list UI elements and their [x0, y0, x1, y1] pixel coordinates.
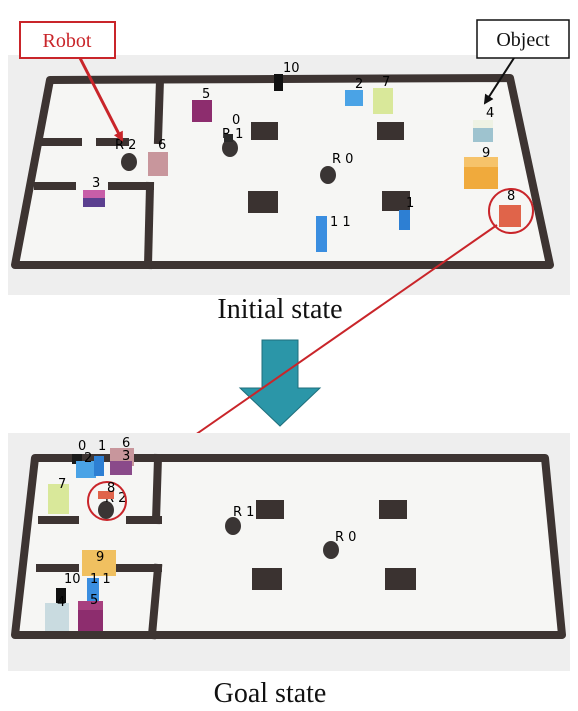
initial-object-3: 3	[83, 176, 105, 207]
object-label: 4	[57, 595, 65, 610]
goal-object-11: 1 1	[87, 572, 111, 604]
initial-object-2: 2	[345, 77, 363, 106]
goal-object-1: 1	[94, 439, 106, 476]
initial-object-8: 8	[488, 188, 534, 234]
object-callout-box	[476, 19, 570, 59]
robot-callout: Robot	[19, 21, 124, 142]
object-label: 3	[122, 449, 130, 464]
highlight-circle	[488, 188, 534, 234]
goal-object-2: 2	[76, 451, 96, 478]
object-label: 7	[382, 75, 390, 90]
object-label: 6	[122, 436, 130, 451]
object-label: 4	[486, 106, 494, 121]
object-label: 10	[283, 61, 300, 76]
object-label: 5	[90, 593, 98, 608]
object-label: 5	[202, 87, 210, 102]
object-label: 8	[507, 189, 515, 204]
object-label: 9	[96, 550, 104, 565]
initial-object-11: 1 1	[316, 215, 351, 252]
object-label: 2	[355, 77, 363, 92]
object-label: 6	[158, 138, 166, 153]
object-label: 8	[107, 481, 115, 496]
object-label: 1 1	[330, 215, 351, 230]
goal-object-9: 9	[82, 550, 116, 576]
object-callout-label: Object	[496, 29, 550, 51]
robot-label: R 0	[332, 152, 353, 167]
goal-object-8: 8	[98, 481, 115, 499]
robot-label: R 1	[233, 505, 254, 520]
goal-object-0: 0	[72, 439, 86, 464]
object-label: 2	[84, 451, 92, 466]
initial-object-7: 7	[373, 75, 393, 114]
goal-robot-R1: R 1	[225, 505, 254, 535]
object-callout: Object	[476, 19, 570, 105]
initial-object-1: 1	[399, 196, 414, 230]
initial-object-5: 5	[192, 87, 212, 122]
goal-floor	[15, 458, 562, 635]
goal-state-scene: R 2 R 1 R 0 0 2 1 6 3	[8, 433, 570, 671]
goal-state-caption: Goal state	[214, 678, 327, 709]
goal-robot-R0: R 0	[323, 530, 356, 559]
object-label: 3	[92, 176, 100, 191]
initial-state-scene: R 2 R 1 R 0 3 6 5 0 10	[8, 55, 570, 295]
goal-interior-walls	[36, 453, 163, 640]
object-label: 9	[482, 146, 490, 161]
initial-state-caption: Initial state	[217, 294, 342, 325]
object-label: 1	[406, 196, 414, 211]
initial-robot-R0: R 0	[320, 152, 353, 184]
object-label: 0	[232, 113, 240, 128]
object-label: 1	[98, 439, 106, 454]
robot-callout-box	[19, 21, 116, 59]
object-label: 10	[64, 572, 81, 587]
object-callout-arrow	[483, 57, 515, 105]
initial-object-4: 4	[473, 106, 494, 142]
goal-object-3: 3	[110, 449, 132, 475]
highlight-circle	[87, 481, 127, 521]
initial-object-6: 6	[148, 138, 168, 176]
initial-interior-walls	[34, 75, 165, 270]
robot-label: R 0	[335, 530, 356, 545]
goal-object-4: 4	[45, 595, 69, 631]
object-label: 0	[78, 439, 86, 454]
goal-object-7: 7	[48, 477, 69, 514]
goal-object-10: 10	[56, 572, 81, 606]
goal-object-5: 5	[78, 593, 103, 631]
transition-arrow	[238, 339, 322, 427]
object-label: 7	[58, 477, 66, 492]
goal-tables	[252, 500, 416, 590]
initial-tables	[248, 122, 410, 213]
robot-label: R 2	[115, 138, 136, 153]
robot-callout-label: Robot	[43, 30, 92, 52]
robot-callout-arrow	[78, 57, 124, 142]
initial-object-9: 9	[464, 146, 498, 189]
goal-outer-wall	[11, 454, 566, 639]
initial-object-0: 0	[224, 113, 240, 142]
object-label: 1 1	[90, 572, 111, 587]
initial-object-10: 10	[274, 61, 300, 91]
initial-outer-wall	[11, 74, 554, 269]
